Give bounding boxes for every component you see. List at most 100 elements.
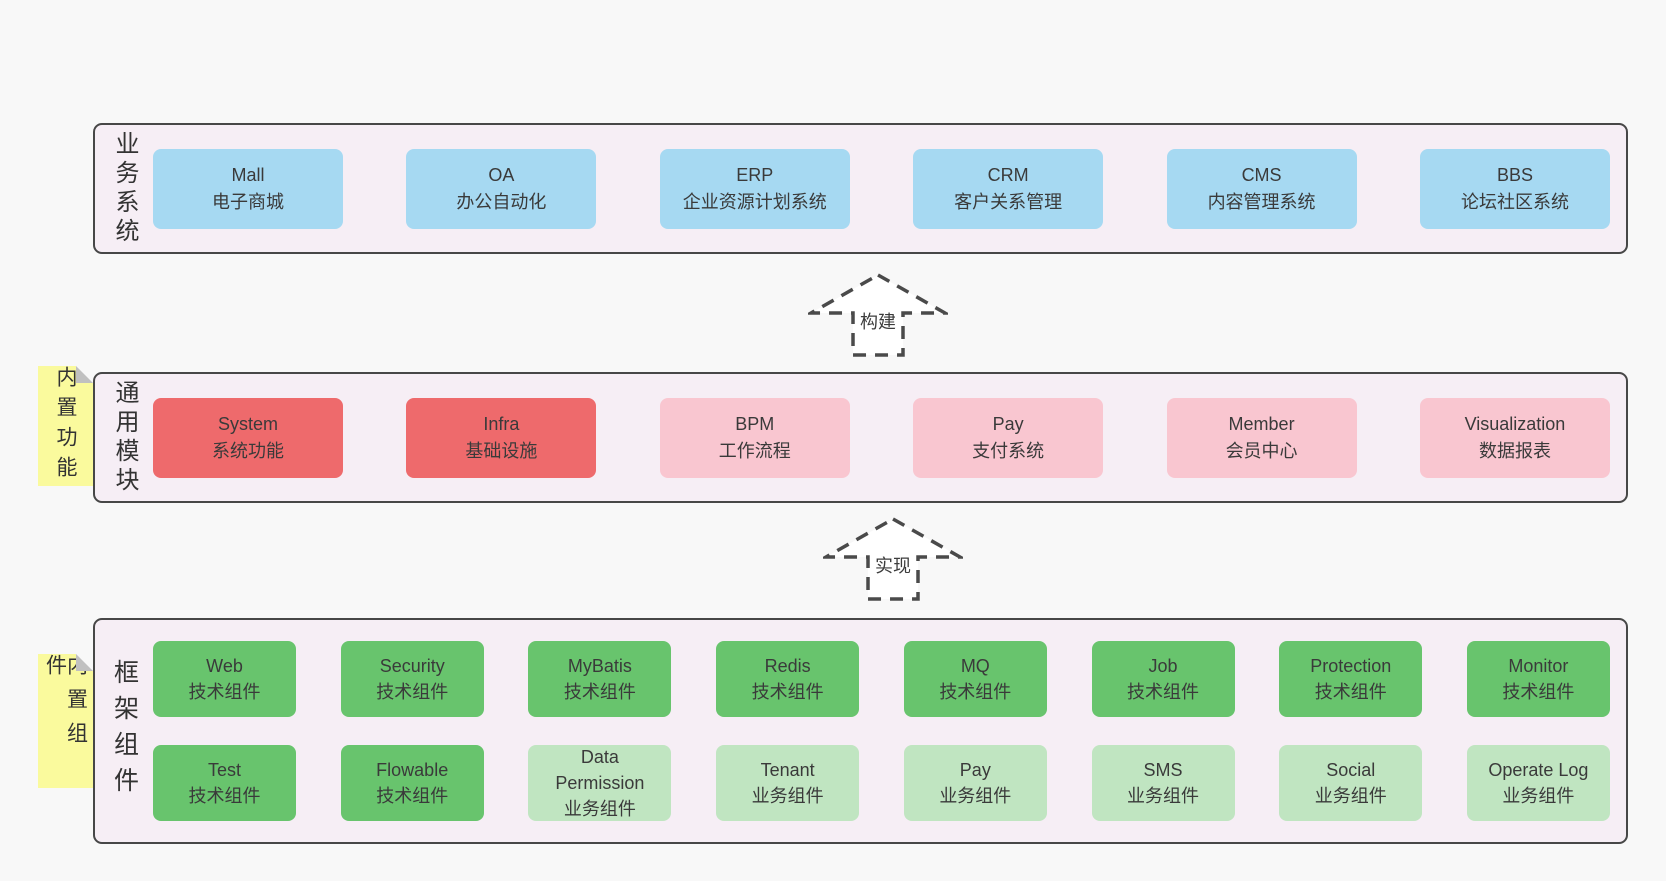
sticky-built-in-features: 内置功能 xyxy=(38,366,93,486)
box-subtitle: 技术组件 xyxy=(939,682,1012,702)
arrow-implement-label: 实现 xyxy=(872,552,914,578)
box-subtitle: 技术组件 xyxy=(563,682,636,702)
tech-components-row: Web 技术组件 Security 技术组件 MyBatis 技术组件 Redi… xyxy=(153,641,1610,717)
box-test: Test 技术组件 xyxy=(153,745,296,821)
box-title: BPM xyxy=(735,414,775,435)
box-mq: MQ 技术组件 xyxy=(903,641,1047,717)
box-title: BBS xyxy=(1496,165,1533,186)
box-title: Member xyxy=(1228,414,1295,435)
box-subtitle: 办公自动化 xyxy=(456,191,547,212)
box-subtitle: 基础设施 xyxy=(465,440,538,461)
biz-components-row: Test 技术组件 Flowable 技术组件 Data Permission … xyxy=(153,745,1610,821)
box-subtitle: 业务组件 xyxy=(1502,786,1575,806)
common-modules-row: System 系统功能 Infra 基础设施 BPM 工作流程 Pay 支付系统… xyxy=(153,374,1626,501)
box-title: MQ xyxy=(960,655,990,676)
box-subtitle: 论坛社区系统 xyxy=(1460,191,1569,212)
section-business-systems: 业务系统 Mall 电子商城 OA 办公自动化 ERP 企业资源计划系统 CRM… xyxy=(93,123,1628,254)
box-title: Protection xyxy=(1310,655,1392,676)
sticky-built-in-components: 内置组件 xyxy=(38,654,93,788)
box-subtitle: 技术组件 xyxy=(751,682,824,702)
box-title: Security xyxy=(379,655,445,676)
box-mall: Mall 电子商城 xyxy=(153,148,343,229)
box-subtitle: 技术组件 xyxy=(1127,682,1200,702)
box-pay-biz: Pay 业务组件 xyxy=(903,745,1047,821)
box-pay: Pay 支付系统 xyxy=(913,397,1104,478)
box-mybatis: MyBatis 技术组件 xyxy=(528,641,672,717)
section-framework-components-label: 框架组件 xyxy=(110,659,139,803)
box-subtitle: 技术组件 xyxy=(188,786,261,806)
box-title: Social xyxy=(1326,759,1376,780)
box-oa: OA 办公自动化 xyxy=(406,148,597,229)
box-title: Pay xyxy=(959,759,991,780)
box-security: Security 技术组件 xyxy=(340,641,484,717)
box-subtitle: 业务组件 xyxy=(1314,786,1387,806)
box-visualization: Visualization 数据报表 xyxy=(1419,397,1610,478)
box-operate-log: Operate Log 业务组件 xyxy=(1466,745,1610,821)
box-bbs: BBS 论坛社区系统 xyxy=(1419,148,1610,229)
business-systems-row: Mall 电子商城 OA 办公自动化 ERP 企业资源计划系统 CRM 客户关系… xyxy=(153,125,1626,252)
box-infra: Infra 基础设施 xyxy=(406,397,597,478)
box-title: Visualization xyxy=(1464,414,1566,435)
box-erp: ERP 企业资源计划系统 xyxy=(659,148,850,229)
section-business-systems-label: 业务系统 xyxy=(111,130,138,247)
arrow-build: 构建 xyxy=(808,272,948,358)
box-flowable: Flowable 技术组件 xyxy=(340,745,484,821)
box-subtitle: 业务组件 xyxy=(1127,786,1200,806)
box-subtitle: 技术组件 xyxy=(1502,682,1575,702)
box-title: MyBatis xyxy=(567,655,632,676)
box-sms: SMS 业务组件 xyxy=(1091,745,1235,821)
box-title: Flowable xyxy=(376,759,449,780)
box-title: Test xyxy=(207,759,241,780)
box-monitor: Monitor 技术组件 xyxy=(1466,641,1610,717)
section-framework-components: 框架组件 Web 技术组件 Security 技术组件 MyBatis 技术组件… xyxy=(93,618,1628,844)
box-title: Infra xyxy=(483,414,520,435)
box-subtitle: 数据报表 xyxy=(1478,440,1551,461)
box-protection: Protection 技术组件 xyxy=(1279,641,1423,717)
box-title: SMS xyxy=(1143,759,1183,780)
box-title: CMS xyxy=(1241,165,1282,186)
box-title: Tenant xyxy=(760,759,815,780)
box-title: OA xyxy=(488,165,515,186)
box-title: Web xyxy=(206,655,243,676)
box-cms: CMS 内容管理系统 xyxy=(1166,148,1357,229)
box-subtitle: 内容管理系统 xyxy=(1207,191,1316,212)
box-redis: Redis 技术组件 xyxy=(716,641,860,717)
framework-components-rows: Web 技术组件 Security 技术组件 MyBatis 技术组件 Redi… xyxy=(153,620,1626,842)
box-subtitle: 电子商城 xyxy=(212,191,284,212)
box-subtitle: 技术组件 xyxy=(188,682,261,702)
box-title: Redis xyxy=(764,655,811,676)
box-title: CRM xyxy=(987,165,1029,186)
box-web: Web 技术组件 xyxy=(153,641,296,717)
box-subtitle: 技术组件 xyxy=(376,786,449,806)
box-subtitle: 系统功能 xyxy=(212,440,284,461)
sticky-built-in-features-label: 内置功能 xyxy=(54,366,77,486)
box-bpm: BPM 工作流程 xyxy=(659,397,850,478)
box-crm: CRM 客户关系管理 xyxy=(913,148,1104,229)
box-tenant: Tenant 业务组件 xyxy=(716,745,860,821)
arrow-build-label: 构建 xyxy=(857,308,899,334)
box-job: Job 技术组件 xyxy=(1091,641,1235,717)
box-subtitle: 技术组件 xyxy=(1314,682,1387,702)
box-subtitle: 工作流程 xyxy=(718,440,791,461)
section-common-modules-label: 通用模块 xyxy=(111,379,138,496)
box-title: Operate Log xyxy=(1488,759,1589,780)
box-title: Data Permission xyxy=(555,746,645,793)
box-subtitle: 技术组件 xyxy=(376,682,449,702)
box-system: System 系统功能 xyxy=(153,397,343,478)
box-subtitle: 业务组件 xyxy=(939,786,1012,806)
box-data-permission: Data Permission 业务组件 xyxy=(528,745,672,821)
box-subtitle: 支付系统 xyxy=(972,440,1045,461)
box-subtitle: 业务组件 xyxy=(751,786,824,806)
box-subtitle: 企业资源计划系统 xyxy=(682,191,827,212)
box-subtitle: 客户关系管理 xyxy=(954,191,1063,212)
box-title: Monitor xyxy=(1508,655,1569,676)
box-subtitle: 会员中心 xyxy=(1225,440,1298,461)
box-title: Pay xyxy=(992,414,1024,435)
box-member: Member 会员中心 xyxy=(1166,397,1357,478)
box-subtitle: 业务组件 xyxy=(563,799,636,820)
box-title: Mall xyxy=(231,165,265,186)
box-title: Job xyxy=(1148,655,1178,676)
box-title: ERP xyxy=(736,165,774,186)
sticky-built-in-components-label: 内置组件 xyxy=(43,654,88,756)
